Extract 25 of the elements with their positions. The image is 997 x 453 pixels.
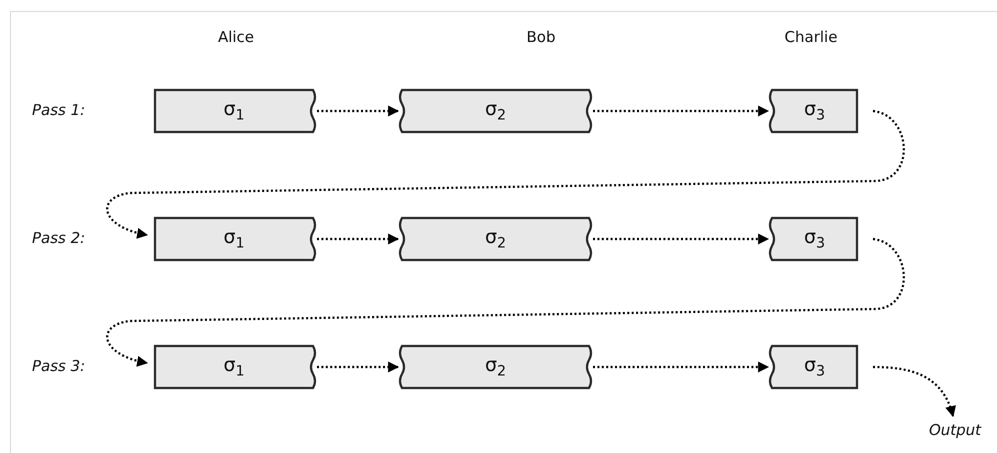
dotted-arrow bbox=[317, 362, 400, 372]
process-block: σ$_{2}$ bbox=[398, 345, 593, 389]
process-block: σ$_{3}$ bbox=[768, 217, 861, 261]
column-header: Charlie bbox=[784, 28, 838, 46]
dotted-arrow bbox=[593, 362, 770, 372]
dotted-arrow bbox=[106, 110, 905, 238]
row-label: Pass 1: bbox=[32, 101, 86, 119]
dotted-arrow bbox=[317, 106, 400, 116]
dotted-arrow bbox=[593, 234, 770, 244]
output-label: Output bbox=[918, 418, 992, 442]
process-block: σ$_{1}$ bbox=[151, 89, 317, 133]
process-block: σ$_{2}$ bbox=[398, 89, 593, 133]
dotted-arrow bbox=[317, 234, 400, 244]
column-header: Bob bbox=[526, 28, 556, 46]
row-label: Pass 3: bbox=[32, 357, 86, 375]
process-block: σ$_{3}$ bbox=[768, 345, 861, 389]
column-header: Alice bbox=[218, 28, 254, 46]
process-block: σ$_{3}$ bbox=[768, 89, 861, 133]
dotted-arrow bbox=[593, 106, 770, 116]
process-block: σ$_{1}$ bbox=[151, 345, 317, 389]
dotted-arrow bbox=[106, 238, 905, 366]
dotted-arrow bbox=[872, 366, 956, 418]
process-block: σ$_{2}$ bbox=[398, 217, 593, 261]
process-block: σ$_{1}$ bbox=[151, 217, 317, 261]
row-label: Pass 2: bbox=[32, 229, 86, 247]
